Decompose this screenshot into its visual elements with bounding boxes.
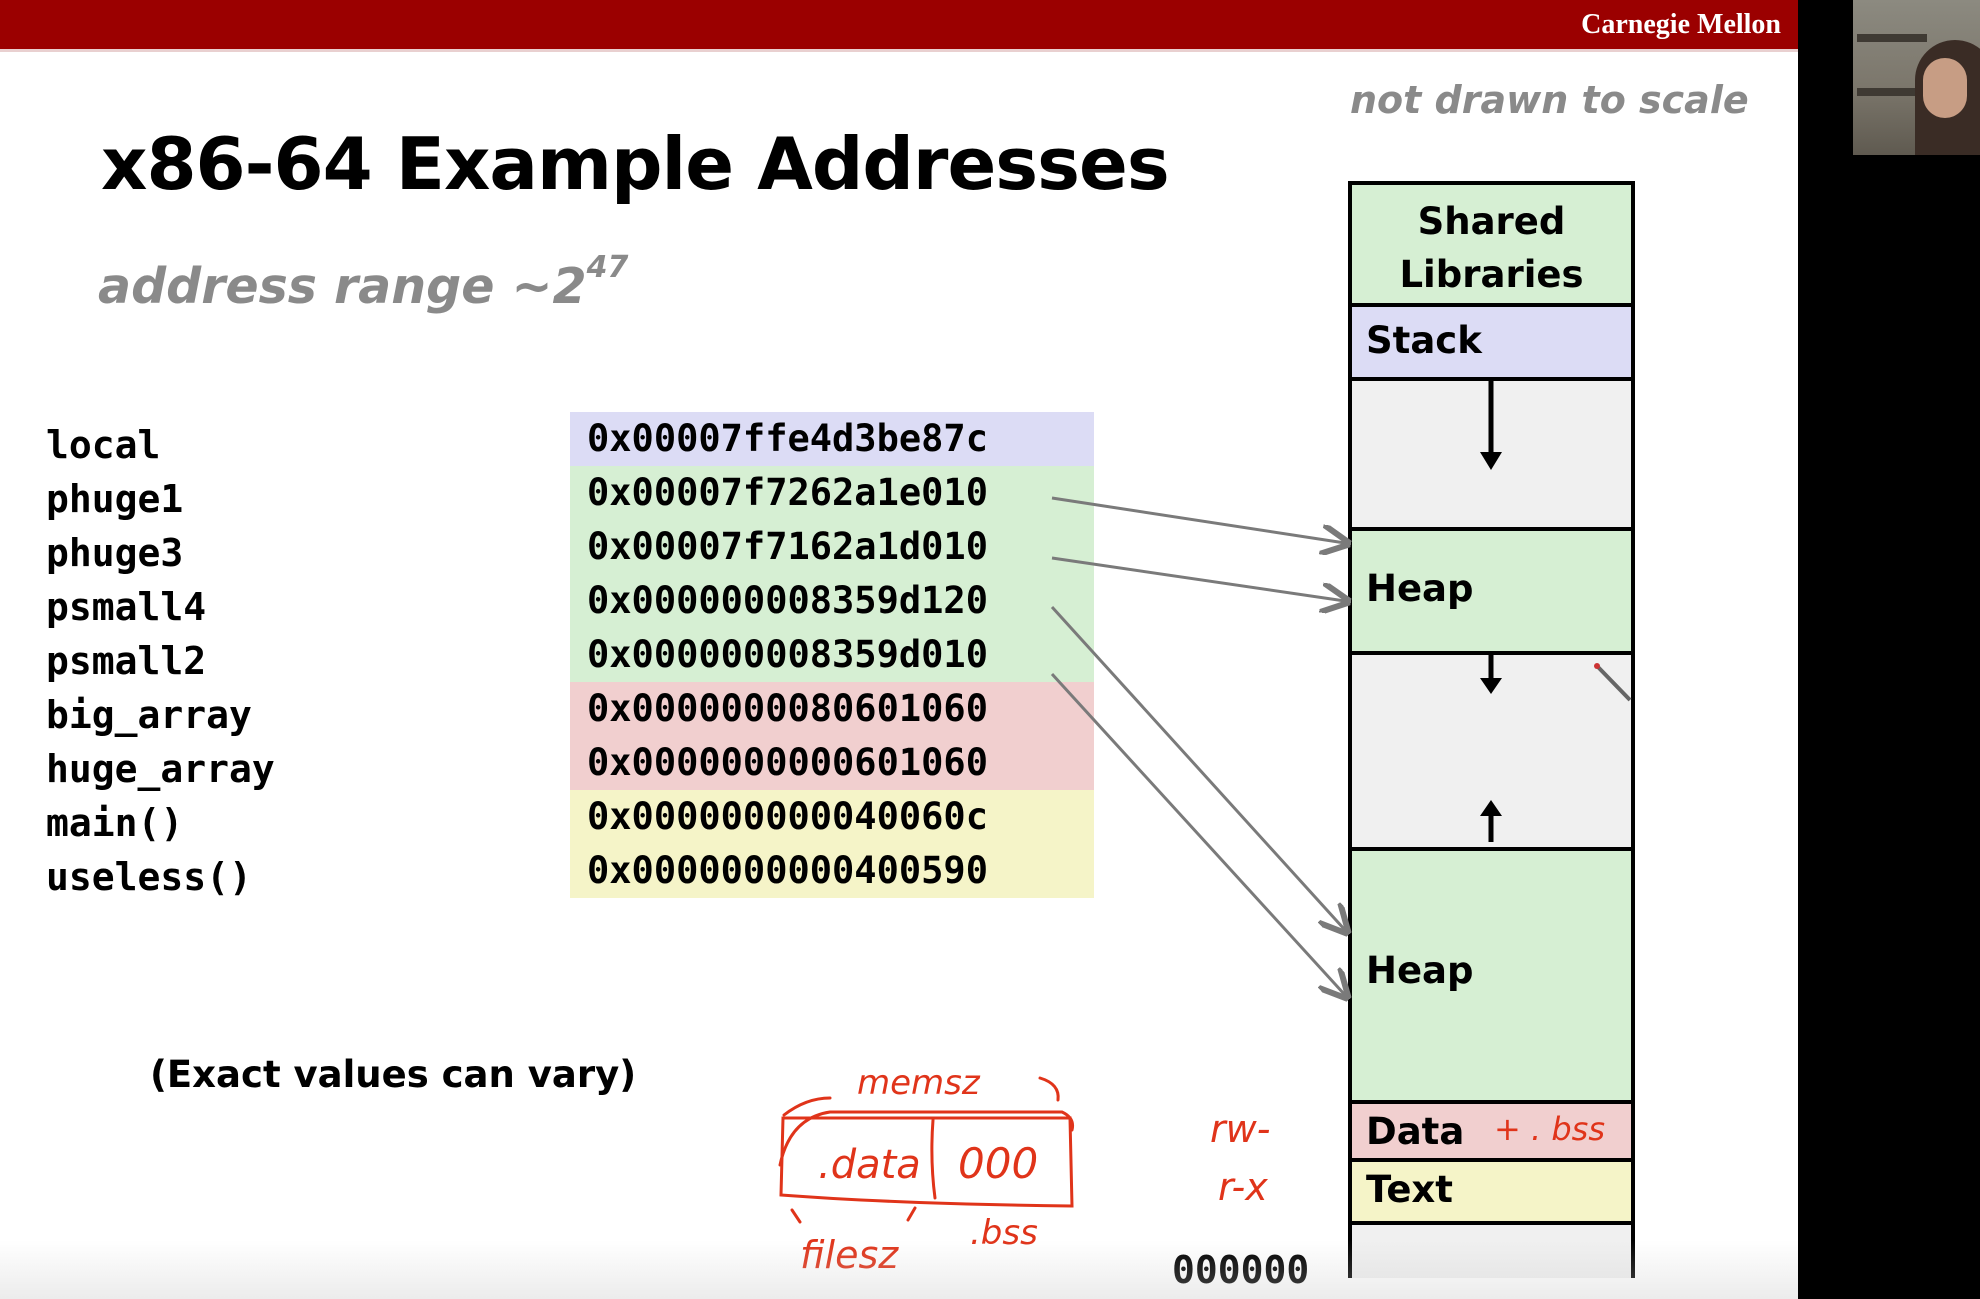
variable-name: psmall4: [46, 585, 207, 629]
variable-name: phuge3: [46, 531, 184, 575]
bottom-fade: [0, 1240, 1798, 1299]
segment-label: Heap: [1366, 949, 1474, 992]
address-cell: 0x00007f7162a1d010: [570, 520, 1094, 574]
handwritten-notes: [778, 1076, 1074, 1224]
slide-subtitle: address range ~247: [98, 250, 628, 315]
address-cell: 0x000000008359d120: [570, 574, 1094, 628]
segment-label: Shared Libraries: [1399, 200, 1584, 296]
webcam-shelf: [1857, 34, 1927, 42]
segment-label: Stack: [1366, 319, 1482, 362]
variable-name: psmall2: [46, 639, 207, 683]
presenter-strip: [1798, 0, 1980, 1299]
variable-name: big_array: [46, 693, 252, 737]
segment-label: Heap: [1366, 567, 1474, 610]
pointer-arrows: [1050, 496, 1345, 995]
address-cell: 0x0000000000601060: [570, 736, 1094, 790]
variable-name: useless(): [46, 855, 252, 899]
slide: Carnegie Mellon x86-64 Example Addresses…: [0, 0, 1798, 1299]
rw-label: rw-: [1210, 1107, 1270, 1151]
annotation-overlay: memsz .data 000 filesz .bss rw- r-x + . …: [778, 380, 1632, 1277]
webcam-shelf: [1857, 88, 1927, 96]
heap-growth-arrow-down: [1480, 652, 1502, 694]
address-cell: 0x0000000080601060: [570, 682, 1094, 736]
address-cell: 0x0000000000400590: [570, 844, 1094, 898]
heap-growth-arrow-up: [1480, 800, 1502, 842]
low-address-label: 000000: [1172, 1248, 1309, 1292]
segment-stack: Stack: [1352, 307, 1631, 381]
segment-label: Text: [1366, 1168, 1453, 1211]
variable-name: main(): [46, 801, 184, 845]
footnote: (Exact values can vary): [150, 1053, 637, 1096]
segment-text: Text: [1352, 1162, 1631, 1225]
handwritten-labels: memsz .data 000 filesz .bss rw- r-x + . …: [800, 1063, 1605, 1277]
address-cell: 0x000000000040060c: [570, 790, 1094, 844]
zero-box-label: 000: [958, 1139, 1038, 1188]
brand-label: Carnegie Mellon: [1581, 9, 1781, 40]
memsz-label: memsz: [857, 1063, 981, 1103]
data-box-label: .data: [818, 1142, 921, 1188]
segment-label: Data: [1366, 1110, 1465, 1153]
variable-name: huge_array: [46, 747, 275, 791]
address-cell: 0x00007ffe4d3be87c: [570, 412, 1094, 466]
variable-name: local: [46, 423, 161, 467]
segment-gap: [1352, 1225, 1631, 1278]
rx-label: r-x: [1218, 1165, 1268, 1209]
segment-data: Data: [1352, 1104, 1631, 1162]
segment-shared-libraries: Shared Libraries: [1352, 185, 1631, 307]
subtitle-base: address range ~2: [98, 258, 587, 315]
memory-map: Shared Libraries Stack Heap Heap Data Te…: [1348, 181, 1635, 1278]
filesz-label: filesz: [800, 1233, 899, 1277]
slide-title: x86-64 Example Addresses: [101, 122, 1170, 206]
subtitle-exponent: 47: [586, 250, 629, 285]
variable-name: phuge1: [46, 477, 184, 521]
header-divider: [0, 49, 1798, 52]
bss-label: .bss: [970, 1213, 1038, 1253]
webcam-thumbnail: [1853, 0, 1980, 155]
address-cell: 0x000000008359d010: [570, 628, 1094, 682]
header-bar: Carnegie Mellon: [0, 0, 1798, 49]
bss-note-label: + . bss: [1494, 1110, 1605, 1148]
pen-cursor-icon: [1594, 663, 1632, 702]
scale-note: not drawn to scale: [1350, 78, 1749, 122]
segment-heap-lower: Heap: [1352, 851, 1631, 1104]
segment-heap-upper: Heap: [1352, 531, 1631, 655]
presenter-face: [1923, 58, 1967, 118]
stack-growth-arrow: [1480, 380, 1502, 470]
address-cell: 0x00007f7262a1e010: [570, 466, 1094, 520]
